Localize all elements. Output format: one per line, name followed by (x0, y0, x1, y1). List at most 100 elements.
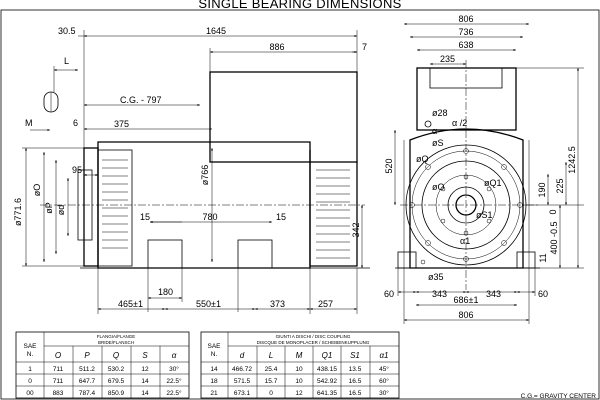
coupling-col-l: L (269, 351, 273, 360)
flange-cell: 530.2 (108, 366, 125, 373)
label-m: M (25, 118, 33, 128)
coupling-cell: 641.35 (317, 390, 337, 397)
flange-cell: 0 (28, 378, 32, 385)
coupling-col-s1: S1 (350, 351, 360, 360)
dim-overall-length: 1645 (206, 26, 226, 36)
coupling-col-alpha1: α1 (379, 351, 388, 360)
label-l: L (64, 56, 69, 66)
flange-cell: 1 (28, 366, 32, 373)
end-housing (409, 128, 524, 269)
flange-cell: 00 (26, 390, 34, 397)
dim-95: 95 (72, 165, 82, 175)
label-d28: ø28 (432, 108, 448, 118)
flange-cell: 12 (141, 366, 149, 373)
flange-cell: 14 (141, 390, 149, 397)
coupling-col-d: d (240, 351, 245, 360)
dim-right-offset: 7 (362, 42, 367, 52)
flange-cell: 511.2 (79, 366, 95, 373)
dim-w686: 686±1 (454, 295, 479, 305)
dim-diam-d: ød (56, 205, 66, 216)
coupling-cell: 15.7 (265, 378, 278, 385)
dim-h11: 11 (538, 253, 548, 262)
coupling-table-title-2: DISCQUE DE MONOPLACER / SCHEIBENKUPPLUNG (257, 340, 370, 345)
exciter-vents (316, 169, 350, 259)
coupling-cell: 12 (295, 390, 303, 397)
adaptor-vents (102, 159, 128, 249)
flange-table-title-1: FLANGIA/FLANGE (97, 334, 136, 339)
dim-fifteen-b: 15 (276, 212, 286, 222)
flange-cell: 711 (53, 366, 64, 373)
label-o: øO (432, 182, 445, 192)
coupling-cell: 673.1 (234, 390, 251, 397)
coupling-cell: 18 (210, 378, 218, 385)
side-view: 1645 30.5 886 7 L C.G. - 797 M 6 375 (13, 26, 370, 314)
label-q1: øQ1 (484, 178, 502, 188)
coupling-cell: 10 (295, 378, 303, 385)
flange-col-o: O (55, 351, 61, 360)
foot-right (237, 239, 273, 269)
dim-foot-465: 465±1 (118, 299, 143, 309)
dim-w638: 638 (458, 40, 473, 50)
label-alpha: α (432, 126, 437, 136)
dim-left-offset: 30.5 (58, 26, 76, 36)
dim-h190: 190 (537, 182, 547, 197)
drawing-title: SINGLE BEARING DIMENSIONS (198, 0, 401, 11)
dim-terminal-box: 886 (269, 42, 284, 52)
dim-d35: ø35 (428, 272, 444, 282)
flange-cell: 22.5° (166, 389, 182, 397)
flange-col-s: S (142, 351, 148, 360)
coupling-cell: 542.92 (317, 378, 337, 385)
coupling-table-title-1: GIUNTI A DISCHI / DISC COUPLING (276, 334, 351, 339)
flange-cell: 14 (141, 378, 149, 385)
dim-w806-bot: 806 (458, 310, 473, 320)
flange-cell: 647.7 (79, 378, 96, 385)
sheet-border (0, 9, 600, 400)
dim-375: 375 (114, 119, 129, 129)
flange-cell: 22.5° (166, 377, 182, 385)
label-s1: øS1 (476, 210, 493, 220)
coupling-sae-label: SAE (207, 343, 221, 350)
flange-plate (83, 147, 99, 267)
dim-six: 6 (73, 118, 78, 128)
adaptor-housing (97, 149, 133, 267)
flange-cell: 679.5 (108, 378, 125, 385)
label-alpha2: α /2 (452, 118, 467, 128)
dim-w806-top: 806 (458, 14, 473, 24)
end-view: 806 736 638 235 (384, 14, 584, 324)
dim-373: 373 (270, 299, 285, 309)
coupling-col-m: M (296, 351, 303, 360)
coupling-cell: 60° (379, 377, 389, 385)
coupling-cell: 0 (269, 390, 273, 397)
flange-cell: 850.9 (108, 390, 125, 397)
flange-cell: 787.4 (79, 390, 96, 397)
coupling-table: GIUNTI A DISCHI / DISC COUPLING DISCQUE … (200, 331, 400, 399)
label-alpha1: α1 (460, 236, 470, 246)
coupling-cell: 13.5 (349, 366, 362, 373)
dim-fifteen-a: 15 (140, 212, 150, 222)
coupling-cell: 466.72 (232, 366, 252, 373)
coupling-n-label: N. (211, 351, 218, 358)
label-s: øS (432, 138, 444, 148)
coupling-cell: 438.15 (317, 366, 337, 373)
gravity-center-footnote: C.G.= GRAVITY CENTER (521, 393, 597, 400)
foot-left (147, 239, 183, 269)
foot-hole (420, 259, 426, 265)
terminal-box (209, 71, 358, 163)
dim-257: 257 (318, 299, 333, 309)
dim-diam-7716: ø771.6 (13, 198, 23, 226)
flange-table: FLANGIA/FLANGE BRIDE/FLANSCH SAE N. O P … (15, 331, 190, 399)
flange-cell: 711 (53, 378, 64, 385)
dim-342: 342 (351, 222, 361, 237)
dim-h1242: 1242.5 (567, 146, 577, 174)
dim-w736: 736 (458, 27, 473, 37)
flange-col-p: P (84, 351, 90, 360)
dim-w343a: 343 (432, 289, 447, 299)
flange-cell: 30° (169, 365, 179, 373)
coupling-col-q1: Q1 (322, 351, 333, 360)
coupling-cell: 21 (210, 390, 218, 397)
dim-diam-766: ø766 (200, 165, 210, 186)
lifting-eye (424, 120, 432, 128)
dim-diam-p: øP (44, 202, 54, 214)
